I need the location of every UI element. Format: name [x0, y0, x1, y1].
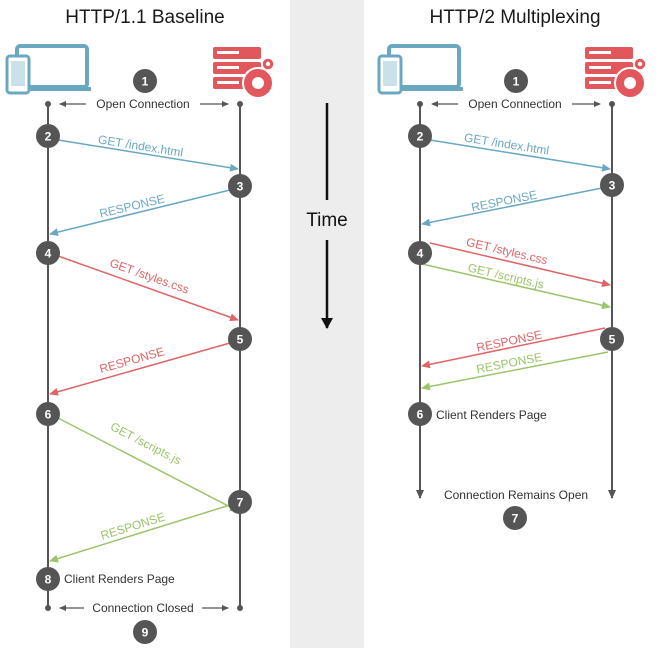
left-step-6: 6 — [36, 402, 60, 426]
svg-text:9: 9 — [142, 626, 149, 640]
left-msg-get-styles-label: GET /styles.css — [108, 256, 191, 297]
svg-text:2: 2 — [417, 130, 424, 144]
left-msg-get-scripts-label: GET /scripts.js — [108, 419, 184, 467]
right-msg-get-index-arrow — [429, 139, 611, 172]
left-open-connection-label: Open Connection — [96, 97, 189, 111]
left-msg-response-3-label: RESPONSE — [99, 510, 167, 543]
left-step-8: 8 — [36, 567, 60, 591]
left-msg-response-1-label: RESPONSE — [98, 192, 166, 221]
server-gear-icon — [213, 47, 275, 99]
left-client-end-dot — [45, 605, 51, 611]
svg-text:7: 7 — [512, 512, 519, 526]
left-msg-get-index-label: GET /index.html — [97, 132, 184, 159]
right-server-start-dot — [609, 101, 615, 107]
right-msg-response-3-label: RESPONSE — [475, 350, 543, 376]
right-msg-response-2-arrow — [421, 327, 606, 369]
left-server-end-dot — [237, 605, 243, 611]
left-step-2: 2 — [36, 124, 60, 148]
right-msg-response-1-arrow — [421, 187, 603, 227]
right-open-connection-label: Open Connection — [468, 97, 561, 111]
svg-text:5: 5 — [609, 333, 616, 347]
left-step-9: 9 — [133, 620, 157, 644]
right-step-5: 5 — [600, 327, 624, 351]
left-msg-response-2-arrow — [49, 342, 231, 396]
right-step-2: 2 — [408, 124, 432, 148]
svg-text:6: 6 — [45, 408, 52, 422]
svg-text:8: 8 — [45, 573, 52, 587]
right-msg-get-index-label: GET /index.html — [463, 130, 550, 157]
right-msg-get-scripts-arrow — [421, 263, 611, 310]
svg-text:1: 1 — [513, 75, 520, 89]
svg-text:2: 2 — [45, 130, 52, 144]
svg-text:6: 6 — [417, 408, 424, 422]
right-step-7: 7 — [503, 506, 527, 530]
client-devices-icon — [377, 44, 463, 95]
right-msg-get-styles-arrow — [429, 242, 611, 288]
left-server-start-dot — [237, 101, 243, 107]
right-connection-remains-open-label: Connection Remains Open — [444, 488, 588, 502]
left-step-7: 7 — [228, 490, 252, 514]
left-title: HTTP/1.1 Baseline — [65, 7, 224, 28]
left-msg-get-index-arrow — [57, 139, 239, 172]
svg-text:3: 3 — [609, 179, 616, 193]
svg-text:7: 7 — [237, 496, 244, 510]
left-connection-closed-label: Connection Closed — [92, 601, 193, 615]
svg-text:1: 1 — [142, 75, 149, 89]
left-client-start-dot — [45, 101, 51, 107]
left-step-4: 4 — [36, 241, 60, 265]
svg-text:3: 3 — [237, 180, 244, 194]
left-msg-get-scripts-arrow — [57, 417, 239, 512]
left-msg-response-1-arrow — [49, 189, 231, 236]
right-msg-response-3-arrow — [421, 351, 609, 391]
time-label: Time — [306, 210, 348, 231]
left-msg-get-styles-arrow — [57, 255, 239, 322]
right-step-3: 3 — [600, 173, 624, 197]
client-devices-icon — [5, 44, 91, 95]
left-step-3: 3 — [228, 174, 252, 198]
right-msg-get-scripts-label: GET /scripts.js — [466, 261, 545, 292]
right-client-start-dot — [417, 101, 423, 107]
right-msg-response-1-label: RESPONSE — [470, 188, 538, 215]
right-step-1: 1 — [504, 69, 528, 93]
left-step-5: 5 — [228, 327, 252, 351]
left-client-renders-label: Client Renders Page — [64, 572, 175, 586]
right-step-4: 4 — [408, 241, 432, 265]
left-msg-response-3-arrow — [49, 504, 231, 563]
svg-text:5: 5 — [237, 333, 244, 347]
server-gear-icon — [585, 47, 647, 99]
right-title: HTTP/2 Multiplexing — [429, 7, 600, 28]
svg-text:4: 4 — [45, 247, 52, 261]
left-step-1: 1 — [133, 69, 157, 93]
right-step-6: 6 — [408, 402, 432, 426]
right-client-renders-label: Client Renders Page — [436, 408, 547, 422]
svg-text:4: 4 — [417, 247, 424, 261]
